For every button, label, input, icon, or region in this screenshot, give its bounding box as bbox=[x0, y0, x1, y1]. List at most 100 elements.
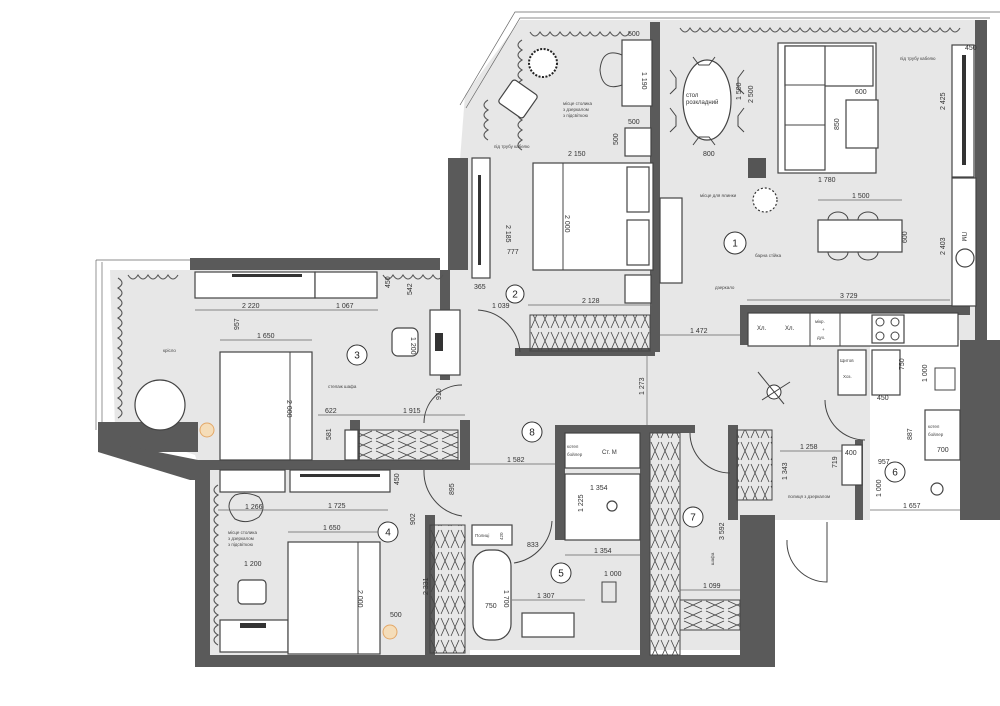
svg-text:4: 4 bbox=[385, 528, 391, 539]
plant-note: місце для ялинки bbox=[700, 193, 737, 198]
svg-text:400: 400 bbox=[845, 450, 857, 457]
svg-text:1 657: 1 657 bbox=[903, 503, 921, 510]
svg-text:Хл.: Хл. bbox=[785, 326, 795, 332]
vanity-desk bbox=[621, 39, 653, 107]
dining-table-label: стол bbox=[686, 93, 699, 99]
nightstand bbox=[624, 127, 652, 157]
tv-icon bbox=[232, 274, 302, 277]
room-8-hall: 8 1 582 1 273 bbox=[470, 355, 791, 465]
svg-text:8: 8 bbox=[529, 428, 535, 439]
svg-text:719: 719 bbox=[832, 456, 839, 468]
svg-text:1 354: 1 354 bbox=[590, 485, 608, 492]
svg-text:450: 450 bbox=[394, 473, 401, 485]
shower-area bbox=[564, 473, 641, 541]
office-chair-icon bbox=[391, 327, 419, 357]
svg-text:2 000: 2 000 bbox=[563, 215, 570, 233]
double-bed bbox=[287, 541, 381, 655]
svg-text:1 343: 1 343 bbox=[782, 462, 789, 480]
svg-text:365: 365 bbox=[474, 284, 486, 291]
svg-text:1 000: 1 000 bbox=[604, 571, 622, 578]
svg-text:450: 450 bbox=[877, 395, 889, 402]
svg-text:1 650: 1 650 bbox=[257, 333, 275, 340]
svg-text:розкладний: розкладний bbox=[686, 99, 718, 106]
svg-text:420: 420 bbox=[499, 532, 504, 540]
svg-text:887: 887 bbox=[907, 428, 914, 440]
svg-text:під трубу кабелю: під трубу кабелю bbox=[494, 144, 530, 149]
svg-text:1 472: 1 472 bbox=[690, 328, 708, 335]
svg-text:750: 750 bbox=[485, 603, 497, 610]
svg-text:полиця з дзеркалом: полиця з дзеркалом bbox=[788, 494, 830, 499]
svg-text:1 582: 1 582 bbox=[507, 457, 525, 464]
svg-text:2 150: 2 150 bbox=[568, 151, 586, 158]
svg-text:895: 895 bbox=[449, 483, 456, 495]
svg-text:2 500: 2 500 bbox=[748, 85, 755, 103]
svg-text:5: 5 bbox=[558, 569, 564, 580]
svg-text:1 039: 1 039 bbox=[492, 303, 510, 310]
svg-text:542: 542 bbox=[407, 283, 414, 295]
dishwasher-column bbox=[951, 177, 977, 307]
svg-text:450: 450 bbox=[965, 45, 977, 52]
svg-text:котел: котел bbox=[928, 424, 940, 429]
svg-text:1 266: 1 266 bbox=[245, 504, 263, 511]
svg-text:6: 6 bbox=[892, 468, 898, 479]
svg-text:1 500: 1 500 bbox=[852, 193, 870, 200]
room-5-bathroom: 1 354 1 225 Полиці 420 5 833 1 354 1 000… bbox=[471, 473, 641, 641]
room-6-wc: Щитов Хоз. 750 450 1 000 котел бойлер 70… bbox=[780, 349, 961, 583]
svg-text:1 099: 1 099 bbox=[703, 583, 721, 590]
svg-text:600: 600 bbox=[902, 231, 909, 243]
svg-text:957: 957 bbox=[878, 459, 890, 466]
svg-text:902: 902 bbox=[410, 513, 417, 525]
svg-text:1 307: 1 307 bbox=[537, 593, 555, 600]
svg-text:Полиці: Полиці bbox=[475, 533, 489, 538]
wardrobe bbox=[357, 429, 459, 461]
study-desk bbox=[429, 309, 461, 376]
armchair-icon bbox=[498, 79, 538, 119]
monitor-icon bbox=[240, 623, 266, 628]
svg-text:2 000: 2 000 bbox=[285, 400, 292, 418]
floor-drain-icon bbox=[930, 482, 944, 496]
svg-text:дух.: дух. bbox=[817, 335, 825, 340]
chair-icon bbox=[599, 52, 623, 88]
tv-icon bbox=[478, 175, 481, 265]
side-cabinet bbox=[748, 158, 766, 178]
svg-text:бойлер: бойлер bbox=[928, 431, 944, 437]
svg-text:500: 500 bbox=[390, 612, 402, 619]
svg-text:Хл.: Хл. bbox=[757, 326, 767, 332]
svg-text:7: 7 bbox=[690, 513, 696, 524]
toilet-icon bbox=[601, 581, 617, 603]
monitor-icon bbox=[435, 333, 443, 351]
svg-text:2: 2 bbox=[512, 290, 518, 301]
svg-text:Щитов: Щитов bbox=[840, 358, 854, 363]
svg-text:мікр.: мікр. bbox=[815, 319, 825, 324]
svg-text:місце столика: місце столика bbox=[228, 530, 257, 535]
wardrobe bbox=[529, 314, 651, 352]
double-bed bbox=[219, 351, 313, 461]
svg-text:2 403: 2 403 bbox=[940, 237, 947, 255]
svg-text:910: 910 bbox=[436, 388, 443, 400]
svg-text:800: 800 bbox=[703, 151, 715, 158]
svg-text:2 331: 2 331 bbox=[423, 577, 430, 595]
svg-text:500: 500 bbox=[613, 133, 620, 145]
svg-text:Хоз.: Хоз. bbox=[843, 374, 852, 379]
room-2-bedroom: під трубу кабелю 2 2 150 2 000 2 185 777… bbox=[471, 144, 654, 353]
coffee-table bbox=[845, 99, 879, 149]
svg-text:1 200: 1 200 bbox=[244, 561, 262, 568]
balcony-lounge: місце столика з дзеркалом з підсвіткою 5… bbox=[498, 31, 653, 157]
tv-icon bbox=[962, 55, 966, 165]
wardrobe bbox=[649, 432, 681, 656]
svg-text:1 190: 1 190 bbox=[640, 72, 647, 90]
kitchen-counter: Хл. Хл. мікр. + дух. bbox=[747, 312, 959, 347]
svg-text:1 650: 1 650 bbox=[323, 525, 341, 532]
svg-text:з підсвіткою: з підсвіткою bbox=[563, 113, 589, 118]
svg-text:500: 500 bbox=[628, 31, 640, 38]
shower-drain-icon bbox=[606, 500, 618, 512]
room-1-living: стол розкладний місце для ялинки під тру… bbox=[659, 42, 977, 347]
svg-text:2 000: 2 000 bbox=[356, 590, 363, 608]
kitchen-sink-icon bbox=[955, 248, 975, 268]
svg-text:750: 750 bbox=[899, 358, 906, 370]
svg-text:стелаж шафа: стелаж шафа bbox=[328, 384, 357, 389]
svg-text:дзеркало: дзеркало bbox=[715, 285, 735, 290]
svg-text:1 273: 1 273 bbox=[639, 377, 646, 395]
lamp-icon bbox=[199, 422, 215, 438]
plant-icon bbox=[528, 48, 558, 78]
